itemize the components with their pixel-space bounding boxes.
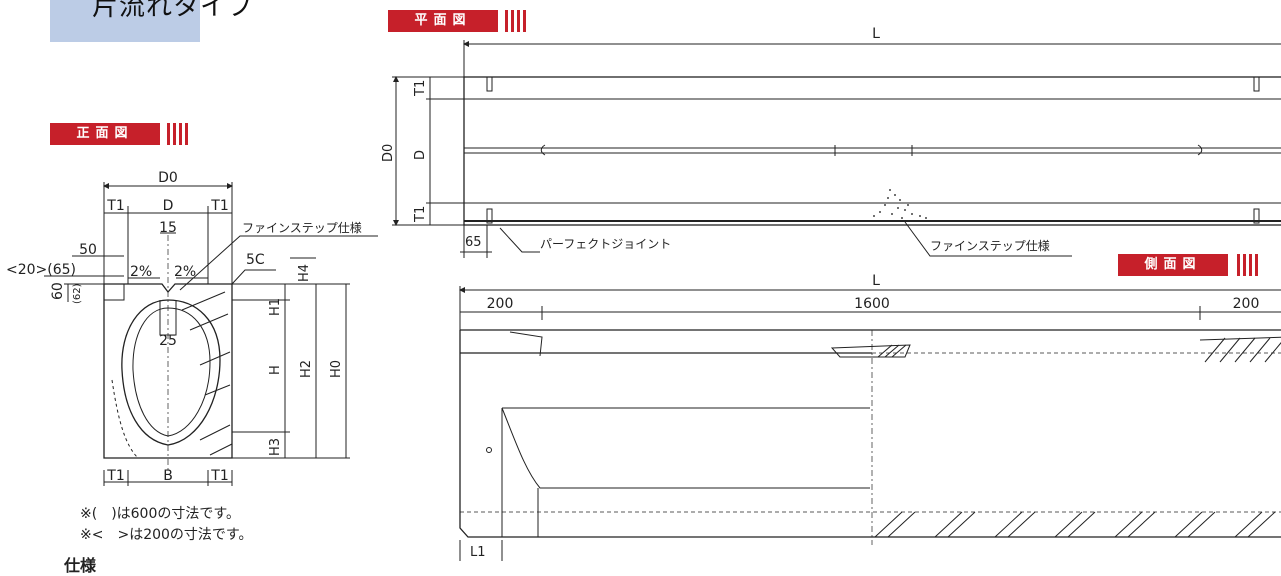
front-view-tag: 正面図: [50, 123, 160, 145]
front-dim-50: 50: [79, 242, 97, 258]
front-dim-62: (62): [72, 283, 83, 304]
front-dim-H: H: [268, 365, 283, 375]
front-dim-H4: H4: [297, 264, 312, 282]
front-view: [44, 182, 378, 486]
title-background: [50, 0, 200, 42]
front-dim-H3: H3: [268, 438, 283, 456]
side-dim-1600: 1600: [854, 296, 890, 312]
front-slope-right: 2%: [174, 264, 196, 280]
plan-view: [392, 40, 1281, 258]
plan-dim-65: 65: [465, 235, 482, 250]
front-dim-T1-bottom-right: T1: [210, 468, 228, 484]
front-dim-20-65: <20>(65): [6, 262, 76, 278]
plan-tag-bars: [505, 10, 526, 32]
front-dim-D0: D0: [158, 170, 178, 186]
front-dim-T1-right: T1: [210, 198, 228, 214]
side-tag-bars: [1237, 254, 1258, 276]
side-view: [459, 286, 1281, 561]
front-dim-T1-bottom-left: T1: [106, 468, 124, 484]
plan-dim-D0: D0: [381, 144, 396, 162]
front-dim-D: D: [163, 198, 174, 214]
plan-joint-leader: パーフェクトジョイント: [540, 237, 671, 251]
front-dim-H1: H1: [268, 298, 283, 316]
front-dim-60: 60: [50, 282, 66, 300]
front-dim-H2: H2: [299, 360, 314, 378]
plan-view-tag: 平面図: [388, 10, 498, 32]
front-dim-15: 15: [159, 220, 177, 236]
side-dim-200-left: 200: [487, 296, 514, 312]
front-slope-left: 2%: [130, 264, 152, 280]
side-view-tag: 側面図: [1118, 254, 1228, 276]
plan-dim-T1-top: T1: [413, 80, 428, 97]
cut-heading: 仕様: [64, 556, 97, 575]
front-finestep-leader: ファインステップ仕様: [242, 221, 362, 235]
front-dim-B: B: [163, 468, 173, 484]
front-dim-H0: H0: [329, 360, 344, 378]
front-dim-25: 25: [159, 333, 177, 349]
plan-dim-D: D: [413, 150, 428, 160]
note-200: ※< >は200の寸法です。: [80, 527, 253, 543]
front-chamfer-5C: 5C: [246, 252, 265, 268]
page-title: 片流れタイプ: [92, 0, 255, 22]
note-600: ※( )は600の寸法です。: [80, 506, 240, 522]
front-dim-T1-left: T1: [106, 198, 124, 214]
drawing-canvas: D0 T1 D T1 15 50 <20>(65) 2% 2% 5C ファインス…: [6, 26, 1281, 561]
plan-dim-L: L: [872, 26, 880, 42]
side-dim-200-right: 200: [1233, 296, 1260, 312]
plan-finestep-leader: ファインステップ仕様: [930, 239, 1050, 253]
side-dim-L1: L1: [470, 545, 486, 560]
front-tag-bars: [167, 123, 188, 145]
side-dim-L: L: [872, 273, 880, 289]
plan-dim-T1-bottom: T1: [413, 206, 428, 223]
